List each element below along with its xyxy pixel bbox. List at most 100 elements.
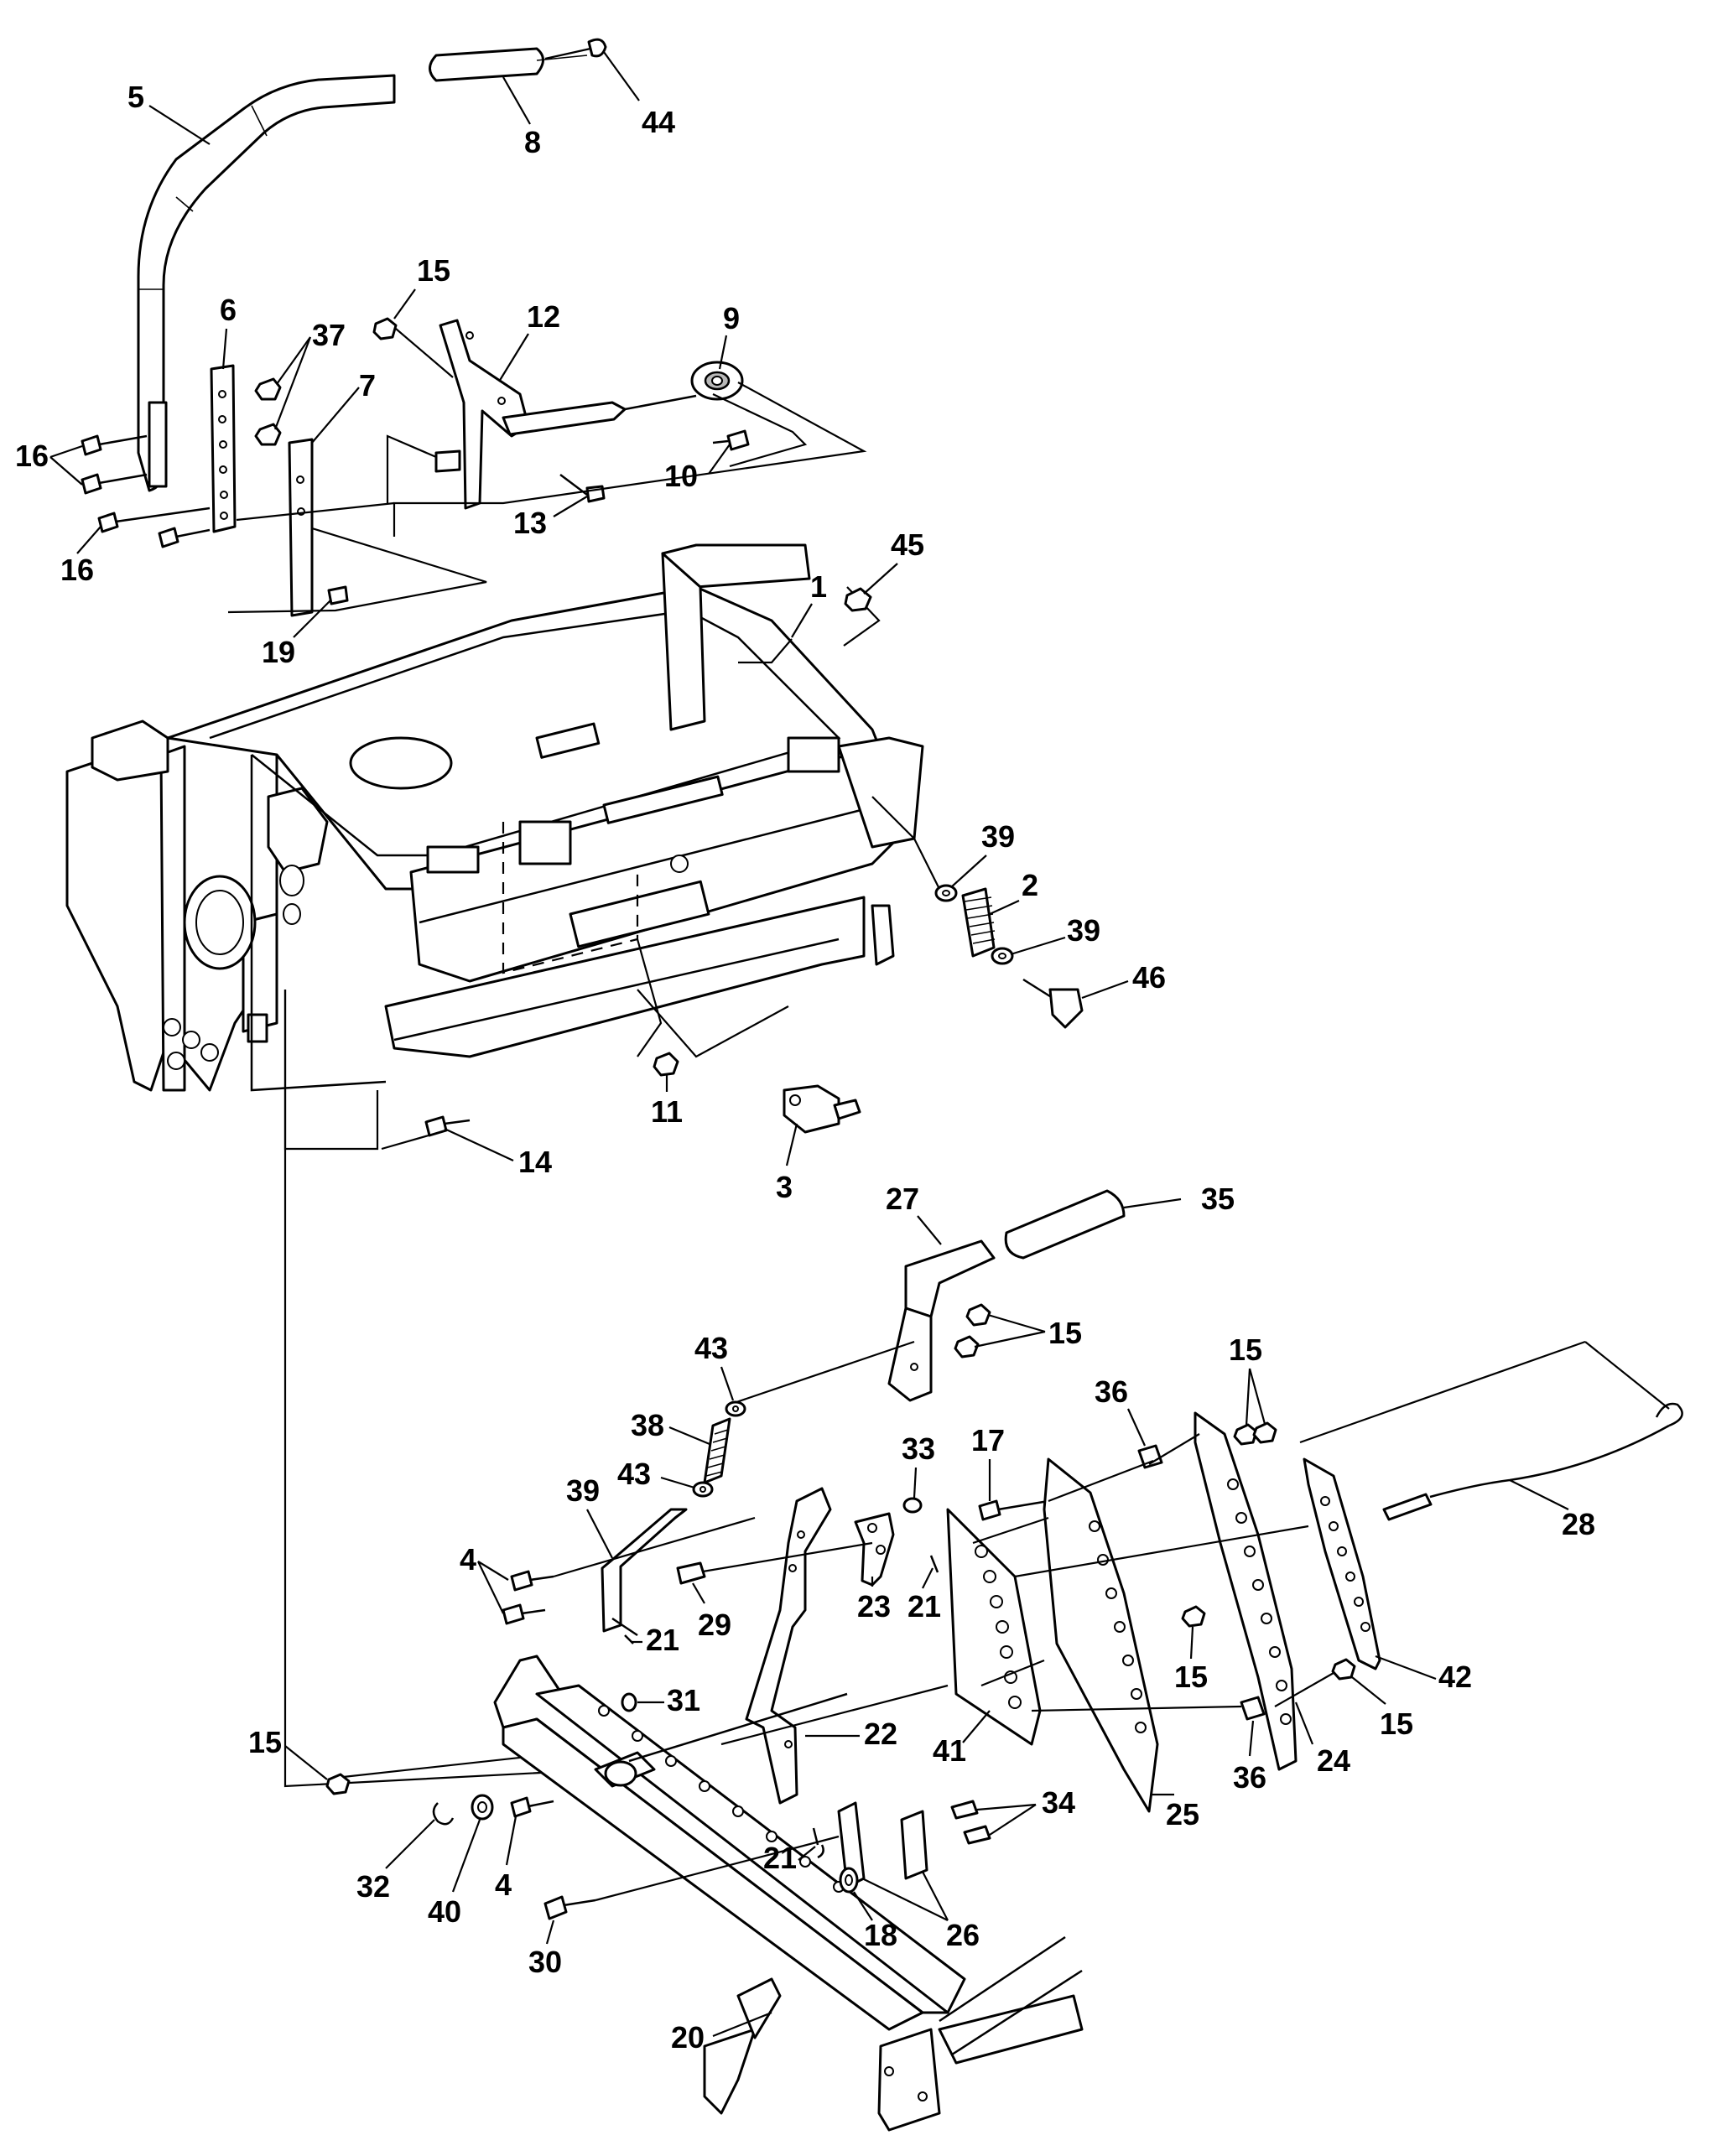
callout-21-b: 21: [646, 1623, 679, 1657]
callout-36-a: 36: [1095, 1374, 1128, 1409]
callout-40: 40: [428, 1894, 461, 1929]
washer-18: [839, 1867, 859, 1894]
callout-8: 8: [524, 125, 541, 159]
callout-39-c: 39: [566, 1473, 600, 1508]
callout-43-a: 43: [694, 1331, 728, 1365]
callout-10: 10: [664, 459, 698, 493]
washer-33: [902, 1497, 923, 1514]
spring-38: [703, 1417, 731, 1484]
callout-45: 45: [891, 527, 924, 562]
callout-39-b: 39: [1067, 913, 1100, 948]
callout-32: 32: [356, 1869, 390, 1904]
clip-32: [432, 1802, 455, 1826]
callout-34: 34: [1042, 1785, 1075, 1820]
callout-3: 3: [776, 1170, 793, 1204]
bolt-17: [978, 1499, 1049, 1521]
lower-leader-lines: [335, 1433, 1334, 1779]
callout-39-a: 39: [981, 819, 1015, 854]
callout-9: 9: [723, 301, 740, 335]
callout-23: 23: [857, 1589, 891, 1623]
callout-12: 12: [527, 299, 560, 334]
nuts-15-pedal: [954, 1303, 1046, 1359]
bracket-23: [854, 1512, 895, 1587]
cable-28: [1299, 1340, 1683, 1521]
callout-14: 14: [518, 1145, 552, 1179]
nut-15-top: [372, 317, 398, 340]
bolt-30: [543, 1835, 840, 1920]
washers-43: [692, 1340, 915, 1498]
bracket-12: [434, 319, 697, 510]
callout-2: 2: [1022, 868, 1038, 902]
bearing-9: [690, 361, 744, 401]
callout-22: 22: [864, 1717, 897, 1751]
lever-22: [745, 1487, 832, 1805]
callout-30: 30: [528, 1945, 562, 1979]
bolt-14: [424, 1115, 471, 1137]
callout-4-lower: 4: [495, 1868, 512, 1902]
callout-43-b: 43: [617, 1457, 651, 1491]
callout-16-a: 16: [15, 439, 49, 473]
pedal-27: [887, 1239, 996, 1402]
callout-19: 19: [262, 635, 295, 669]
callout-42: 42: [1438, 1660, 1472, 1694]
nut-11: [653, 1052, 679, 1077]
callout-36-b: 36: [1233, 1760, 1266, 1795]
callout-20: 20: [671, 2020, 705, 2055]
nut-15-left: [325, 1773, 351, 1795]
pin-29: [676, 1541, 873, 1585]
callout-29: 29: [698, 1608, 731, 1642]
callout-1: 1: [810, 569, 827, 604]
washers-39: [934, 884, 1014, 965]
knob-46: [1022, 978, 1084, 1029]
rod-39-lower: [601, 1508, 688, 1637]
callout-24: 24: [1317, 1743, 1350, 1778]
callout-4-upper: 4: [460, 1542, 476, 1577]
callout-15-plates-top: 15: [1229, 1333, 1262, 1367]
pad-35: [1004, 1189, 1182, 1260]
main-frame-1: [65, 543, 924, 1092]
callout-15-right: 15: [1380, 1707, 1413, 1741]
plate-25: [1043, 1457, 1159, 1813]
switch-3: [783, 1084, 861, 1134]
callout-28: 28: [1562, 1507, 1595, 1541]
bolt-10: [712, 429, 750, 451]
assembly-lines-upper: [227, 328, 867, 614]
callout-26: 26: [946, 1918, 980, 1952]
callout-11: 11: [651, 1094, 683, 1129]
callout-25: 25: [1166, 1797, 1199, 1831]
callout-6: 6: [220, 293, 237, 327]
plate-42: [1303, 1457, 1381, 1670]
callout-21-c: 21: [763, 1841, 797, 1875]
nuts-15-plates: [1181, 1421, 1356, 1681]
pins-34: [950, 1800, 991, 1845]
callout-46: 46: [1132, 960, 1166, 995]
callout-5: 5: [127, 80, 144, 114]
callout-27: 27: [886, 1182, 919, 1216]
bolts-16: [81, 434, 211, 548]
plate-24: [1194, 1411, 1298, 1771]
callout-13: 13: [513, 506, 547, 540]
callout-15-plates-mid: 15: [1174, 1660, 1208, 1694]
bracket-7: [288, 438, 314, 617]
callout-33: 33: [902, 1431, 935, 1466]
callout-41: 41: [933, 1733, 966, 1768]
pin-19: [327, 585, 349, 605]
callout-16-b: 16: [60, 553, 94, 587]
callout-31: 31: [667, 1683, 700, 1717]
pivot-shaft: [594, 1692, 848, 1788]
callout-44: 44: [642, 105, 675, 139]
bracket-26: [837, 1801, 928, 1888]
screw-44: [544, 38, 607, 60]
nuts-37: [254, 377, 282, 446]
washer-31: [621, 1692, 637, 1712]
bolt-4-lower: [510, 1796, 554, 1818]
callout-35: 35: [1201, 1182, 1235, 1216]
bolts-4-upper: [502, 1516, 756, 1625]
spacers-36: [1137, 1444, 1266, 1721]
washer-40: [471, 1794, 494, 1821]
bolt-13: [559, 474, 606, 503]
callout-17: 17: [971, 1423, 1005, 1457]
callout-7: 7: [359, 368, 376, 403]
bracket-6: [210, 364, 237, 533]
